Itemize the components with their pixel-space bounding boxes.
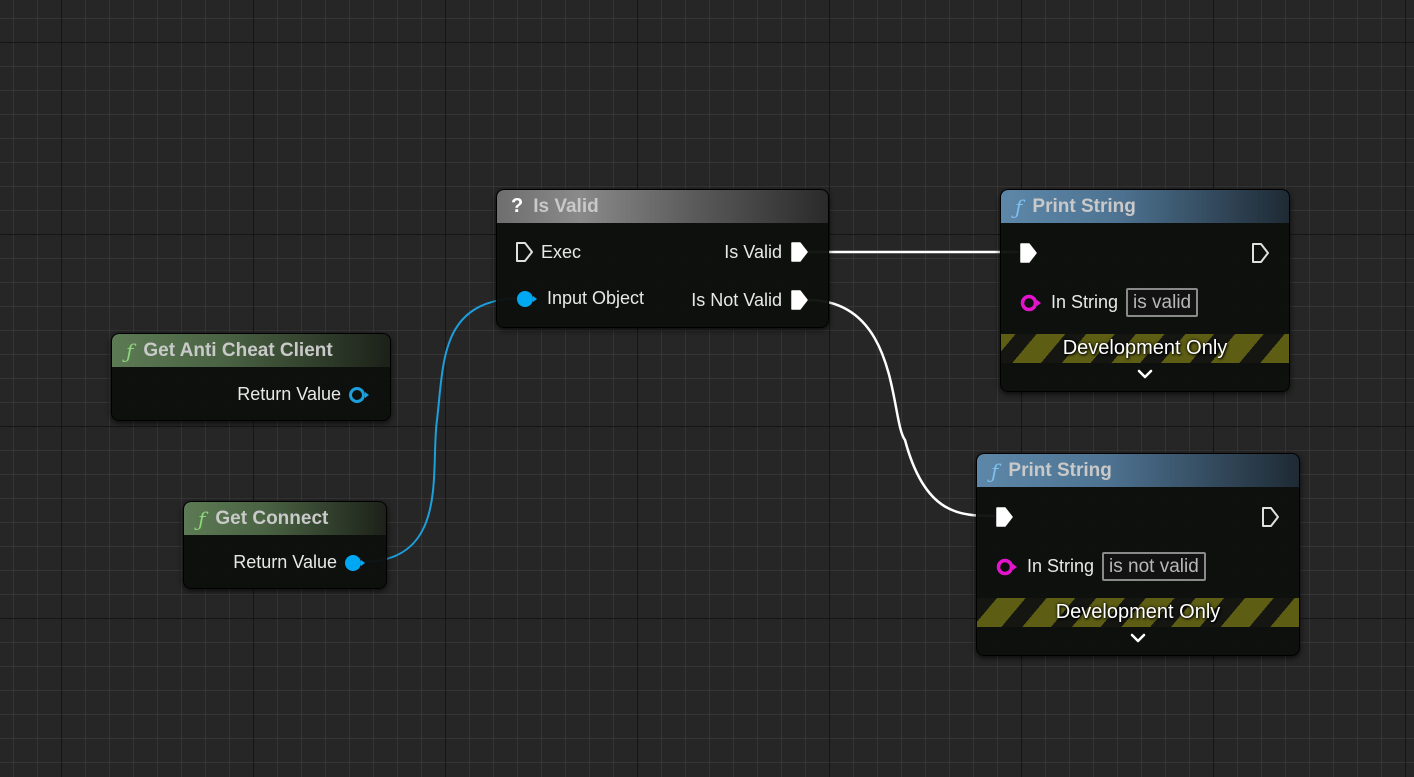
input-pin-row-in-string[interactable]: In String is valid [1019, 288, 1199, 317]
development-only-band: Development Only [977, 598, 1299, 627]
function-icon: ƒ [198, 506, 206, 531]
node-header[interactable]: ƒ Print String [1001, 190, 1289, 223]
function-icon: ƒ [1015, 194, 1023, 219]
node-print-string-is-not-valid[interactable]: ƒ Print String In String is not valid De… [976, 453, 1300, 656]
object-pin-connected-icon[interactable] [344, 554, 368, 572]
object-pin-unconnected-icon[interactable] [348, 386, 372, 404]
expand-chevron-down-icon[interactable] [1129, 632, 1147, 644]
output-pin-row-is-not-valid[interactable]: Is Not Valid [691, 289, 810, 311]
exec-out-pin-unconnected-icon[interactable] [1251, 242, 1271, 264]
exec-in-pin-connected-icon[interactable] [995, 506, 1015, 528]
pin-label: Is Valid [724, 241, 782, 262]
expand-chevron-down-icon[interactable] [1136, 368, 1154, 380]
node-title: Get Anti Cheat Client [143, 339, 333, 361]
node-header[interactable]: ƒ Get Connect [184, 502, 386, 535]
string-pin-unconnected-icon[interactable] [995, 558, 1021, 576]
node-print-string-is-valid[interactable]: ƒ Print String In String is valid Develo… [1000, 189, 1290, 392]
pin-label: In String [1027, 556, 1095, 576]
node-title: Print String [1032, 195, 1136, 217]
function-icon: ƒ [991, 458, 999, 483]
development-only-band: Development Only [1001, 334, 1289, 363]
node-title: Is Valid [533, 195, 599, 217]
output-pin-row-return-value[interactable]: Return Value [237, 384, 372, 405]
pin-label: In String [1051, 292, 1119, 312]
node-title: Print String [1008, 459, 1112, 481]
pin-label: Exec [541, 241, 582, 262]
exec-pin-unconnected-icon[interactable] [515, 241, 535, 263]
output-pin-row-is-valid[interactable]: Is Valid [724, 241, 810, 263]
exec-pin-connected-icon[interactable] [790, 241, 810, 263]
node-get-connect[interactable]: ƒ Get Connect Return Value [183, 501, 387, 589]
in-string-input[interactable]: is valid [1126, 288, 1199, 317]
string-pin-unconnected-icon[interactable] [1019, 294, 1045, 312]
input-pin-row-input-object[interactable]: Input Object [515, 288, 644, 309]
exec-out-pin-unconnected-icon[interactable] [1261, 506, 1281, 528]
function-icon: ƒ [126, 338, 134, 363]
node-header[interactable]: ? Is Valid [497, 190, 828, 223]
output-pin-row-return-value[interactable]: Return Value [233, 552, 368, 573]
node-header[interactable]: ƒ Get Anti Cheat Client [112, 334, 390, 367]
pin-label: Input Object [547, 288, 645, 308]
question-icon: ? [511, 195, 524, 217]
node-get-anti-cheat-client[interactable]: ƒ Get Anti Cheat Client Return Value [111, 333, 391, 421]
pin-label: Is Not Valid [691, 289, 782, 310]
object-pin-connected-icon[interactable] [515, 290, 541, 308]
node-title: Get Connect [215, 507, 329, 529]
development-only-label: Development Only [1062, 337, 1228, 359]
pin-label: Return Value [237, 384, 341, 404]
node-is-valid[interactable]: ? Is Valid Exec Input Object Is Valid Is… [496, 189, 829, 328]
input-pin-row-exec[interactable]: Exec [515, 241, 581, 263]
pin-label: Return Value [233, 552, 337, 572]
input-pin-row-in-string[interactable]: In String is not valid [995, 552, 1206, 581]
node-header[interactable]: ƒ Print String [977, 454, 1299, 487]
development-only-label: Development Only [1055, 601, 1221, 623]
exec-pin-connected-icon[interactable] [790, 289, 810, 311]
in-string-input[interactable]: is not valid [1102, 552, 1206, 581]
exec-in-pin-connected-icon[interactable] [1019, 242, 1039, 264]
